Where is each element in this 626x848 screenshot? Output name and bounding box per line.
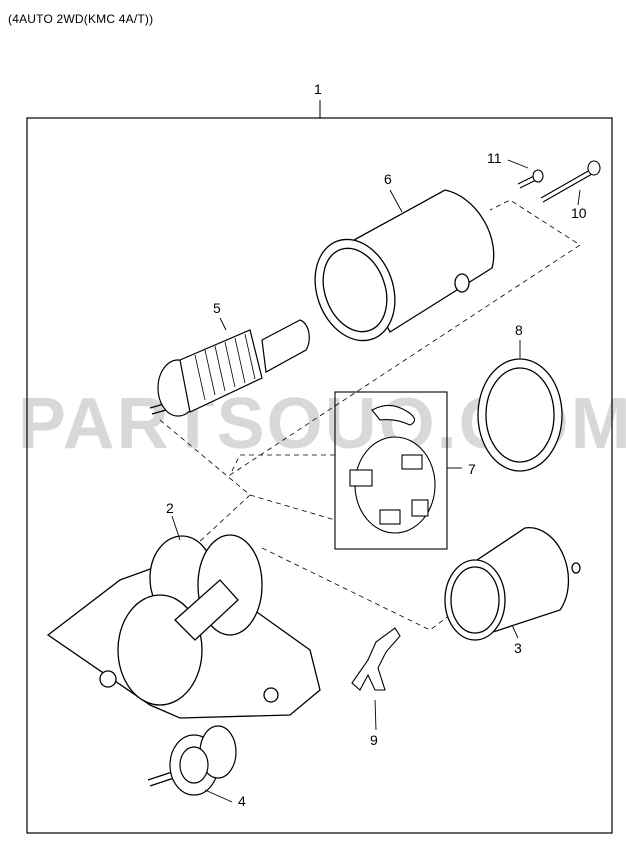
callout-1: 1 bbox=[314, 81, 322, 97]
callout-3: 3 bbox=[514, 640, 522, 656]
callout-7: 7 bbox=[468, 461, 476, 477]
callout-10: 10 bbox=[571, 205, 587, 221]
armature-windings bbox=[194, 333, 256, 401]
through-bolt[interactable] bbox=[540, 160, 601, 203]
armature[interactable] bbox=[149, 319, 310, 417]
solenoid[interactable] bbox=[444, 527, 581, 641]
assembly-path bbox=[159, 199, 581, 631]
pinion-gear[interactable] bbox=[147, 725, 237, 796]
callout-5: 5 bbox=[213, 300, 221, 316]
screw[interactable] bbox=[517, 169, 544, 189]
brush-holder-box bbox=[334, 391, 448, 550]
callout-9: 9 bbox=[370, 732, 378, 748]
leader-lines bbox=[171, 159, 581, 803]
yoke-housing[interactable] bbox=[302, 189, 495, 352]
callout-4: 4 bbox=[238, 793, 246, 809]
brush-holder[interactable] bbox=[349, 404, 436, 534]
callout-2: 2 bbox=[166, 500, 174, 516]
assembly-frame bbox=[26, 117, 613, 834]
callout-11: 11 bbox=[487, 150, 502, 166]
shift-lever[interactable] bbox=[351, 627, 401, 691]
callout-6: 6 bbox=[384, 171, 392, 187]
callout-8: 8 bbox=[515, 322, 523, 338]
page-title: (4AUTO 2WD(KMC 4A/T)) bbox=[8, 12, 154, 26]
ring-sleeve[interactable] bbox=[477, 358, 563, 472]
drive-housing[interactable] bbox=[46, 534, 321, 719]
